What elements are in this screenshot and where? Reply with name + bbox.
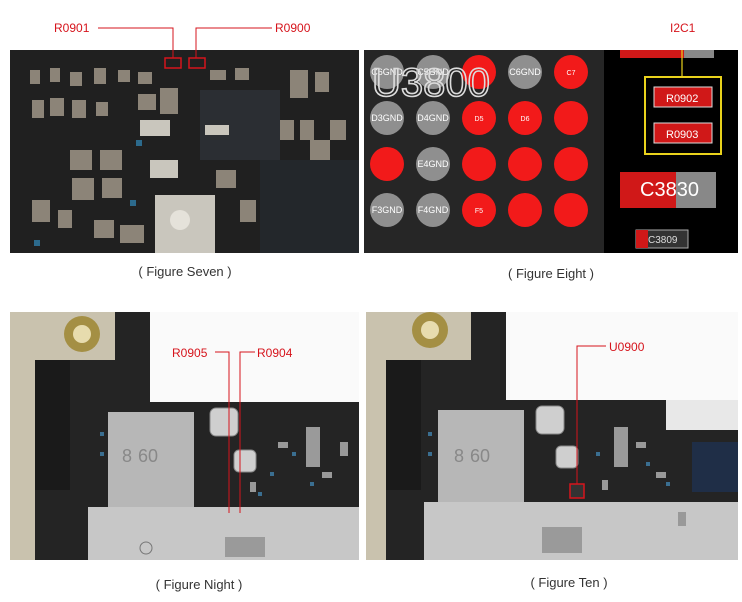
bga-pad (416, 55, 450, 89)
bga-pad-label: F4GND (418, 205, 449, 215)
bga-pad (462, 193, 496, 227)
svg-text:60: 60 (470, 446, 490, 466)
bga-pad (554, 55, 588, 89)
bga-pad (370, 101, 404, 135)
label-u3800: U3800 (372, 61, 490, 105)
bga-pad (370, 147, 404, 181)
svg-text:8: 8 (454, 446, 464, 466)
label-r0905: R0905 (172, 346, 208, 360)
bga-pad-label: D5 (475, 116, 484, 123)
label-c3830: C3830 (640, 179, 699, 201)
caption-figure-night: ( Figure Night ) (155, 577, 243, 592)
svg-text:8: 8 (122, 446, 132, 466)
label-r0901: R0901 (54, 21, 90, 35)
bga-pad (554, 147, 588, 181)
label-r0900: R0900 (275, 21, 311, 35)
bga-pad-label: D3GND (371, 113, 403, 123)
bga-pad-label: C5GND (417, 67, 449, 77)
bga-pad-label: C7 (567, 70, 576, 77)
bga-pad (462, 55, 496, 89)
bga-pad-label: E4GND (417, 159, 449, 169)
bga-pad-label: F5 (475, 208, 483, 215)
label-c3809: C3809 (648, 235, 678, 246)
bga-pad-label: D4GND (417, 113, 449, 123)
caption-figure-eight: ( Figure Eight ) (508, 266, 594, 281)
label-r0904: R0904 (257, 346, 293, 360)
bga-pad (508, 55, 542, 89)
bga-pad (508, 193, 542, 227)
bga-pad (462, 101, 496, 135)
i2c1-highlight-box (644, 76, 722, 155)
label-u0900: U0900 (609, 340, 645, 354)
figure-seven-photo (10, 50, 359, 253)
bga-pad (416, 101, 450, 135)
caption-figure-ten: ( Figure Ten ) (530, 575, 608, 590)
bga-pad (416, 147, 450, 181)
bga-pad-label: F3GND (372, 205, 403, 215)
board-closeup-night: 8 60 (10, 312, 359, 560)
label-r0902: R0902 (666, 93, 698, 105)
bga-pad-label: C6GND (509, 67, 541, 77)
bga-pad (462, 147, 496, 181)
label-i2c1: I2C1 (670, 21, 696, 35)
bga-pad (370, 55, 404, 89)
bga-pad (370, 193, 404, 227)
bga-pad-label: D6 (521, 116, 530, 123)
bga-pad (508, 101, 542, 135)
figure-ten-photo: 8 60 (366, 312, 738, 560)
figure-night-photo: 8 60 (10, 312, 359, 560)
bga-pad (554, 193, 588, 227)
label-r0903: R0903 (666, 129, 698, 141)
board-closeup-seven (10, 50, 359, 253)
bga-pad-label: C6GND (371, 67, 403, 77)
caption-figure-seven: ( Figure Seven ) (138, 264, 232, 279)
bga-pad (554, 101, 588, 135)
board-closeup-ten: 8 60 (366, 312, 738, 560)
svg-text:60: 60 (138, 446, 158, 466)
bga-pad (508, 147, 542, 181)
bga-pad (416, 193, 450, 227)
